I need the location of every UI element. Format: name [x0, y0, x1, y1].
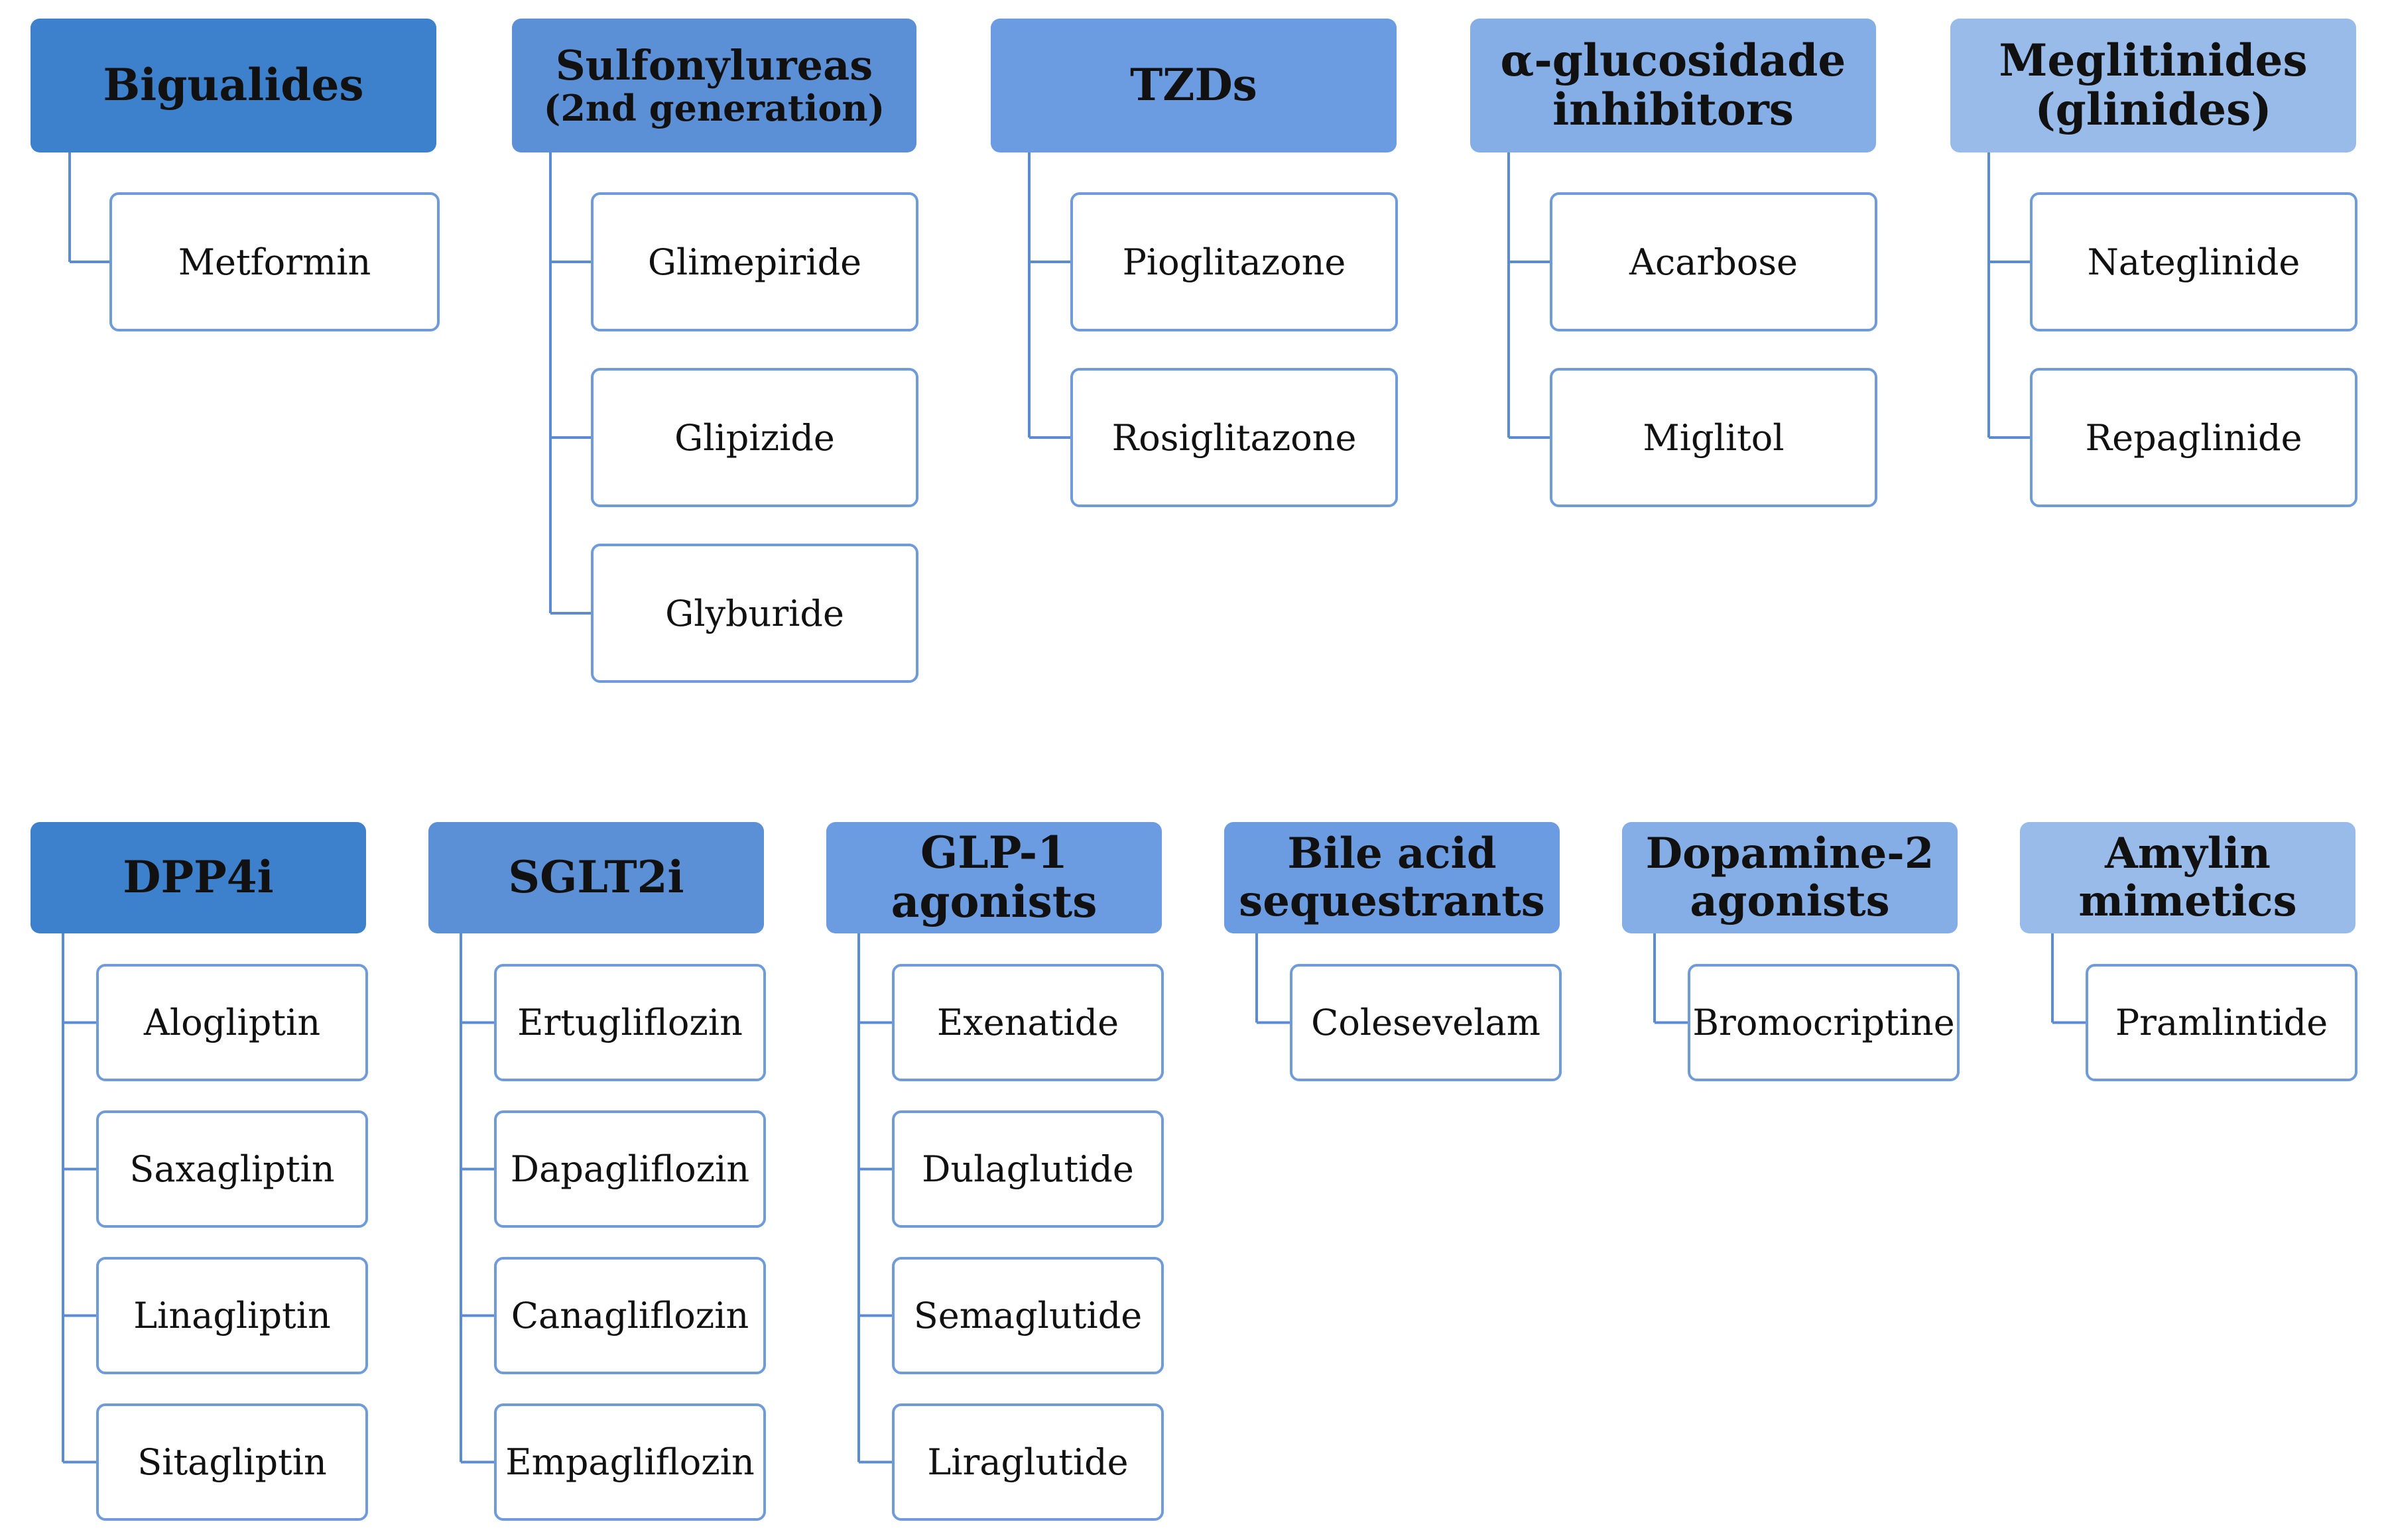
drug-box: Canagliflozin	[494, 1257, 766, 1374]
drug-box: Bromocriptine	[1688, 964, 1960, 1081]
drug-box: Ertugliflozin	[494, 964, 766, 1081]
category-title-line: GLP-1 agonists	[891, 827, 1098, 927]
category-header-meglitinides: Meglitinides(glinides)	[1950, 19, 2356, 152]
category-title-line: sequestrants	[1239, 876, 1545, 926]
drug-box: Glimepiride	[591, 192, 918, 331]
drug-box: Sitagliptin	[96, 1403, 368, 1521]
category-header-tzds: TZDs	[991, 19, 1397, 152]
drug-box: Liraglutide	[892, 1403, 1164, 1521]
drug-box: Exenatide	[892, 964, 1164, 1081]
drug-box: Linagliptin	[96, 1257, 368, 1374]
category-title-line: (2nd generation)	[543, 87, 885, 130]
drug-box: Miglitol	[1550, 368, 1877, 507]
category-title-line: Sulfonylureas	[555, 41, 873, 90]
drug-box: Glipizide	[591, 368, 918, 507]
drug-box: Empagliflozin	[494, 1403, 766, 1521]
drug-box: Colesevelam	[1290, 964, 1562, 1081]
drug-box: Semaglutide	[892, 1257, 1164, 1374]
category-title-line: Meglitinides	[1999, 34, 2308, 87]
category-header-glp1: GLP-1 agonists	[826, 822, 1162, 933]
drug-box: Alogliptin	[96, 964, 368, 1081]
drug-box: Pioglitazone	[1070, 192, 1398, 331]
drug-box: Dapagliflozin	[494, 1110, 766, 1228]
drug-box: Repaglinide	[2030, 368, 2357, 507]
category-title-line: DPP4i	[123, 851, 274, 904]
drug-box: Metformin	[109, 192, 440, 331]
category-title-line: mimetics	[2078, 876, 2297, 926]
category-title-line: inhibitors	[1552, 84, 1794, 135]
category-title-line: Bigualides	[103, 59, 364, 111]
category-title-line: SGLT2i	[508, 851, 684, 904]
drug-box: Pramlintide	[2086, 964, 2357, 1081]
category-header-sglt2i: SGLT2i	[428, 822, 764, 933]
category-title-line: Bile acid	[1287, 829, 1497, 879]
category-header-sulfonylureas: Sulfonylureas(2nd generation)	[512, 19, 916, 152]
category-title-line: Amylin	[2105, 829, 2271, 879]
category-header-bigualides: Bigualides	[31, 19, 436, 152]
category-title-line: Dopamine-2	[1645, 829, 1934, 879]
category-title-line: α-glucosidade	[1500, 34, 1846, 87]
category-header-dpp4i: DPP4i	[31, 822, 366, 933]
drug-box: Saxagliptin	[96, 1110, 368, 1228]
category-title-line: TZDs	[1130, 59, 1257, 111]
category-title-line: (glinides)	[2035, 84, 2272, 135]
drug-box: Nateglinide	[2030, 192, 2357, 331]
drug-box: Dulaglutide	[892, 1110, 1164, 1228]
drug-box: Acarbose	[1550, 192, 1877, 331]
drug-box: Glyburide	[591, 544, 918, 683]
drug-box: Rosiglitazone	[1070, 368, 1398, 507]
category-title-line: agonists	[1690, 876, 1890, 926]
